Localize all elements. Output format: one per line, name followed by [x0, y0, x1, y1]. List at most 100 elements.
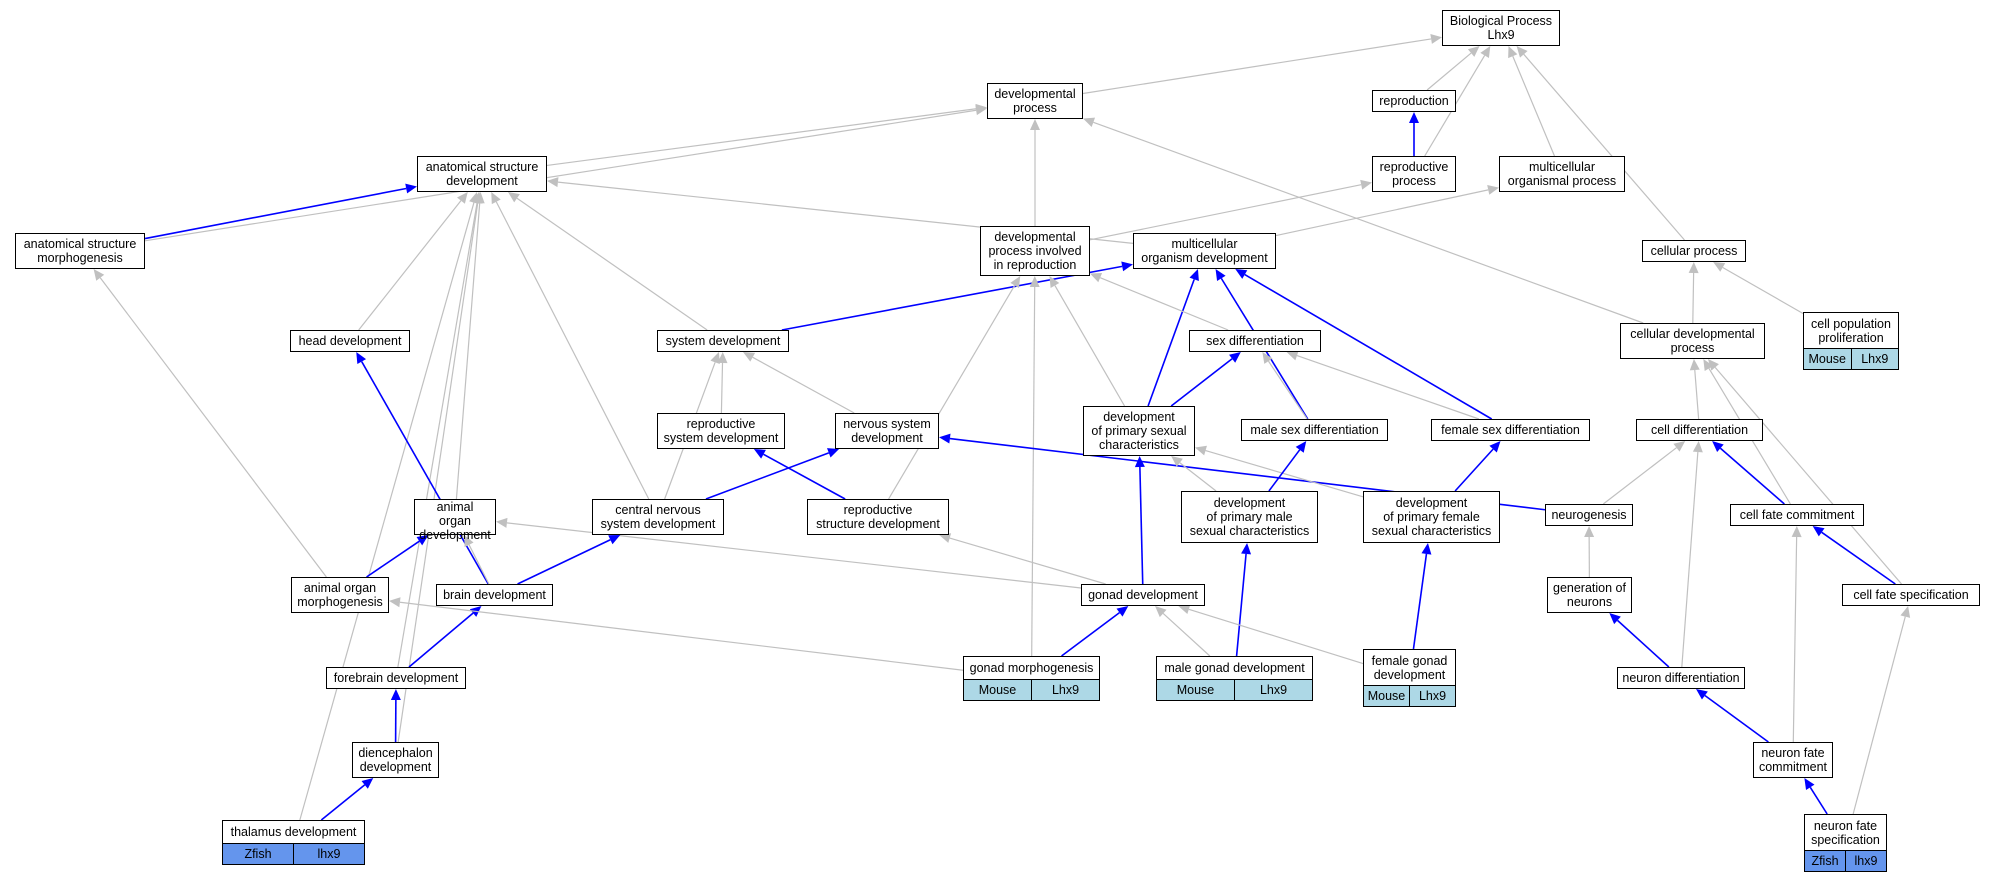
edge-arrowhead: [1584, 526, 1595, 538]
edge-arrowhead: [1467, 46, 1480, 57]
term-label: animal organ morphogenesis: [297, 581, 383, 609]
go-term-neurogenesis[interactable]: neurogenesis: [1545, 504, 1633, 526]
edge-neuron-fate-commitment-to-neuron-differentiation: [1704, 694, 1769, 743]
edge-arrowhead: [472, 192, 483, 204]
go-term-forebrain-development[interactable]: forebrain development: [326, 667, 466, 689]
go-term-system-development[interactable]: system development: [657, 330, 789, 352]
edge-dev-process-in-reproduction-to-reproductive-process: [1089, 184, 1362, 241]
edge-arrowhead: [361, 778, 374, 789]
go-term-neuron-fate-commitment[interactable]: neuron fate commitment: [1753, 742, 1833, 778]
edge-arrowhead: [1692, 441, 1703, 453]
go-term-gonad-development[interactable]: gonad development: [1081, 584, 1205, 606]
term-label: developmental process involved in reprod…: [988, 230, 1082, 272]
go-term-nervous-system-development[interactable]: nervous system development: [835, 413, 939, 449]
go-term-reproduction[interactable]: reproduction: [1372, 90, 1456, 112]
go-term-cell-fate-commitment[interactable]: cell fate commitment: [1730, 504, 1864, 526]
gene-tag[interactable]: Lhx9: [1850, 349, 1898, 369]
edge-neuron-fate-specification-to-cell-fate-specification: [1852, 616, 1906, 815]
edge-nervous-system-development-to-system-development: [752, 356, 855, 414]
term-label: forebrain development: [333, 671, 459, 685]
term-label: Biological Process Lhx9: [1449, 14, 1553, 42]
edge-arrowhead: [1171, 456, 1183, 467]
edge-anatomical-structure-development-to-developmental-process: [546, 108, 977, 167]
edge-multicellular-organismal-process-to-bp-root: [1512, 55, 1556, 157]
go-term-bp-root[interactable]: Biological Process Lhx9: [1442, 10, 1560, 46]
go-term-male-sex-differentiation[interactable]: male sex differentiation: [1241, 419, 1388, 441]
term-label: multicellular organismal process: [1507, 160, 1617, 188]
edge-dev-primary-sexual-characteristics-to-multicellular-organism-development: [1147, 279, 1195, 407]
edge-arrowhead: [1155, 606, 1167, 618]
go-term-reproductive-structure-development[interactable]: reproductive structure development: [807, 499, 949, 535]
edge-cell-fate-specification-to-cell-fate-commitment: [1821, 531, 1896, 585]
gene-tag[interactable]: Lhx9: [1234, 680, 1312, 700]
term-label: neuron fate specification: [1811, 818, 1880, 847]
edge-dev-primary-female-sexual-characteristics-to-female-sex-differentiation: [1454, 448, 1494, 492]
go-term-cell-fate-specification[interactable]: cell fate specification: [1842, 584, 1980, 606]
edge-arrowhead: [1083, 117, 1096, 127]
go-term-cellular-process[interactable]: cellular process: [1642, 240, 1746, 262]
edge-arrowhead: [1689, 359, 1700, 371]
gene-tag[interactable]: lhx9: [293, 844, 364, 864]
edge-multicellular-organism-development-to-multicellular-organismal-process: [1275, 189, 1489, 237]
go-term-dev-primary-male-sexual-characteristics[interactable]: development of primary male sexual chara…: [1181, 491, 1318, 543]
gene-tag[interactable]: Lhx9: [1031, 680, 1099, 700]
go-term-developmental-process[interactable]: developmental process: [987, 83, 1083, 119]
go-term-sex-differentiation[interactable]: sex differentiation: [1189, 330, 1321, 352]
go-term-neuron-differentiation[interactable]: neuron differentiation: [1617, 667, 1745, 689]
go-term-dev-primary-female-sexual-characteristics[interactable]: development of primary female sexual cha…: [1363, 491, 1500, 543]
edge-central-nervous-system-development-to-anatomical-structure-development: [495, 201, 650, 500]
go-term-diencephalon-development[interactable]: diencephalon development: [352, 742, 439, 778]
go-term-anatomical-structure-morphogenesis[interactable]: anatomical structure morphogenesis: [15, 233, 145, 269]
edge-arrowhead: [1430, 34, 1442, 44]
edge-gonad-morphogenesis-to-gonad-development: [1061, 611, 1120, 657]
species-tag[interactable]: Zfish: [223, 844, 293, 864]
go-term-dev-process-in-reproduction[interactable]: developmental process involved in reprod…: [980, 226, 1090, 276]
term-label: nervous system development: [843, 417, 931, 445]
edge-thalamus-development-to-diencephalon-development: [320, 784, 366, 821]
go-term-head-development[interactable]: head development: [290, 330, 410, 352]
species-tag[interactable]: Mouse: [1157, 680, 1234, 700]
edge-arrowhead: [939, 533, 952, 543]
term-label: cellular developmental process: [1630, 327, 1755, 355]
edge-arrowhead: [1489, 441, 1501, 453]
species-tag[interactable]: Mouse: [1364, 686, 1409, 706]
go-term-cellular-developmental-process[interactable]: cellular developmental process: [1620, 323, 1765, 359]
edge-developmental-process-to-bp-root: [1082, 38, 1432, 95]
go-term-brain-development[interactable]: brain development: [436, 584, 553, 606]
go-term-central-nervous-system-development[interactable]: central nervous system development: [592, 499, 724, 535]
go-term-reproductive-system-development[interactable]: reproductive system development: [657, 413, 785, 449]
gene-tag[interactable]: lhx9: [1845, 851, 1886, 871]
go-term-animal-organ-development[interactable]: animal organ development: [414, 499, 496, 542]
go-term-female-sex-differentiation[interactable]: female sex differentiation: [1431, 419, 1590, 441]
edge-arrowhead: [1487, 184, 1499, 195]
go-term-multicellular-organismal-process[interactable]: multicellular organismal process: [1499, 156, 1625, 192]
species-tag[interactable]: Mouse: [1804, 349, 1851, 369]
go-term-anatomical-structure-development[interactable]: anatomical structure development: [417, 156, 547, 192]
edge-arrowhead: [1696, 689, 1708, 700]
species-tag[interactable]: Mouse: [964, 680, 1031, 700]
edge-arrowhead: [1241, 543, 1252, 555]
go-term-generation-of-neurons[interactable]: generation of neurons: [1547, 577, 1632, 613]
edge-male-gonad-development-to-dev-primary-male-sexual-characteristics: [1235, 553, 1247, 657]
go-term-reproductive-process[interactable]: reproductive process: [1372, 156, 1456, 192]
go-term-cell-differentiation[interactable]: cell differentiation: [1636, 419, 1763, 441]
edge-arrowhead: [1049, 276, 1060, 289]
edge-thalamus-development-to-anatomical-structure-development: [299, 202, 475, 821]
go-term-animal-organ-morphogenesis[interactable]: animal organ morphogenesis: [291, 577, 389, 613]
edge-animal-organ-morphogenesis-to-animal-organ-development: [366, 540, 420, 578]
species-tag[interactable]: Zfish: [1805, 851, 1845, 871]
term-label: development of primary female sexual cha…: [1371, 496, 1492, 538]
go-term-dev-primary-sexual-characteristics[interactable]: development of primary sexual characteri…: [1083, 406, 1195, 456]
edge-arrowhead: [1688, 262, 1699, 274]
edge-arrowhead: [717, 352, 728, 364]
gene-tag[interactable]: Lhx9: [1409, 686, 1455, 706]
go-term-multicellular-organism-development[interactable]: multicellular organism development: [1133, 233, 1276, 269]
